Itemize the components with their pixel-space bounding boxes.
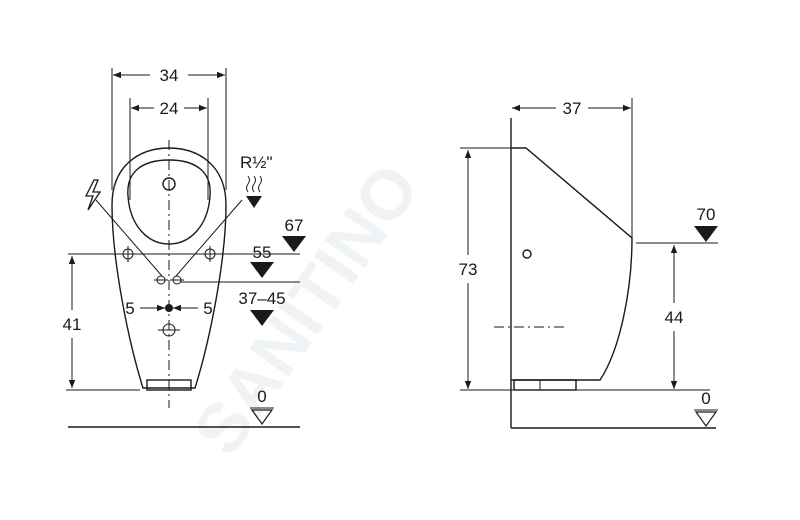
- side-view: 37 73 70 44 0: [459, 98, 718, 429]
- level-triangle-0-front: [250, 409, 274, 426]
- level-label-70: 70: [697, 205, 716, 224]
- dim-label-24: 24: [160, 99, 179, 118]
- leader-water: [175, 199, 243, 277]
- side-base: [513, 379, 577, 391]
- level-triangle-70: [694, 226, 718, 242]
- dim-label-44: 44: [665, 308, 684, 327]
- dim-label-73: 73: [459, 260, 478, 279]
- dim-label-41: 41: [63, 315, 82, 334]
- marker-lower: [158, 323, 180, 337]
- level-label-37-45: 37–45: [238, 289, 285, 308]
- level-triangle-55: [250, 262, 274, 278]
- level-triangle-67: [282, 236, 306, 252]
- dim-label-37: 37: [563, 99, 582, 118]
- marker-mid-left: [154, 275, 168, 285]
- side-inlet: [522, 249, 532, 259]
- drain-point: [165, 304, 173, 312]
- marker-mid-right: [170, 275, 184, 285]
- offset-label-right: 5: [203, 299, 212, 318]
- offset-label-left: 5: [125, 299, 134, 318]
- level-triangle-0-side: [694, 411, 718, 428]
- level-label-0-side: 0: [701, 389, 710, 408]
- electric-lightning-icon: [84, 179, 102, 211]
- pipe-thread-label: R½": [240, 153, 273, 172]
- watermark: SANITINO: [178, 150, 434, 469]
- level-label-67: 67: [285, 216, 304, 235]
- front-view: 34 24: [63, 66, 306, 428]
- level-label-55: 55: [253, 243, 272, 262]
- level-label-0-front: 0: [257, 387, 266, 406]
- water-supply-icon: [246, 175, 262, 208]
- leader-lightning: [95, 199, 163, 277]
- dim-label-34: 34: [160, 66, 179, 85]
- level-triangle-37-45: [250, 310, 274, 326]
- urinal-side-body: [511, 147, 633, 381]
